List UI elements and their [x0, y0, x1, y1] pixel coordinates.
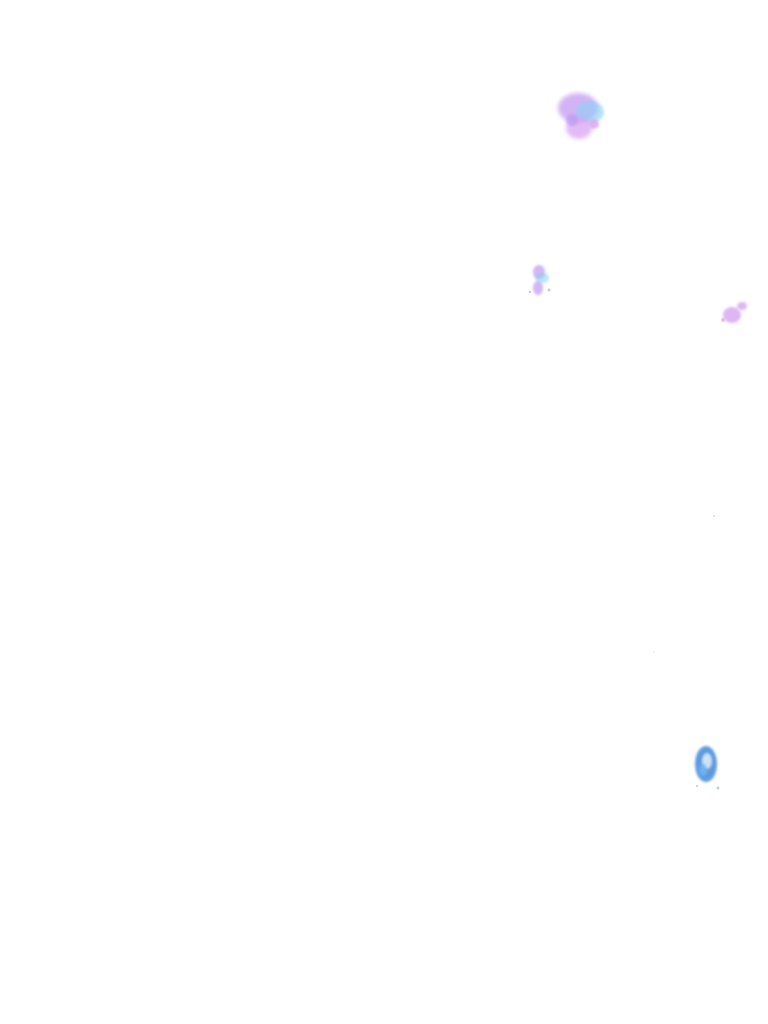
splotch-blob: [723, 307, 741, 323]
faint-speck: [653, 651, 655, 653]
splotch-dot: [589, 119, 599, 129]
watercolor-splotch-cluster: [558, 93, 604, 139]
splotch-dot: [721, 318, 725, 322]
splotch-dot: [528, 290, 532, 294]
splotch-dot: [547, 288, 551, 292]
faint-speck: [713, 515, 715, 517]
watercolor-splotch-small: [528, 265, 551, 295]
splotch-dot: [695, 784, 699, 788]
splotch-blob: [533, 281, 543, 295]
watercolor-splotch-blue: [695, 746, 720, 790]
splotch-blob: [535, 273, 549, 283]
splotch-blob: [699, 764, 707, 776]
watercolor-splotch-edge: [721, 302, 747, 323]
splotch-dot: [716, 786, 720, 790]
splotch-dot: [566, 114, 578, 126]
splotch-blob: [576, 101, 604, 123]
splotch-blob: [737, 302, 747, 310]
